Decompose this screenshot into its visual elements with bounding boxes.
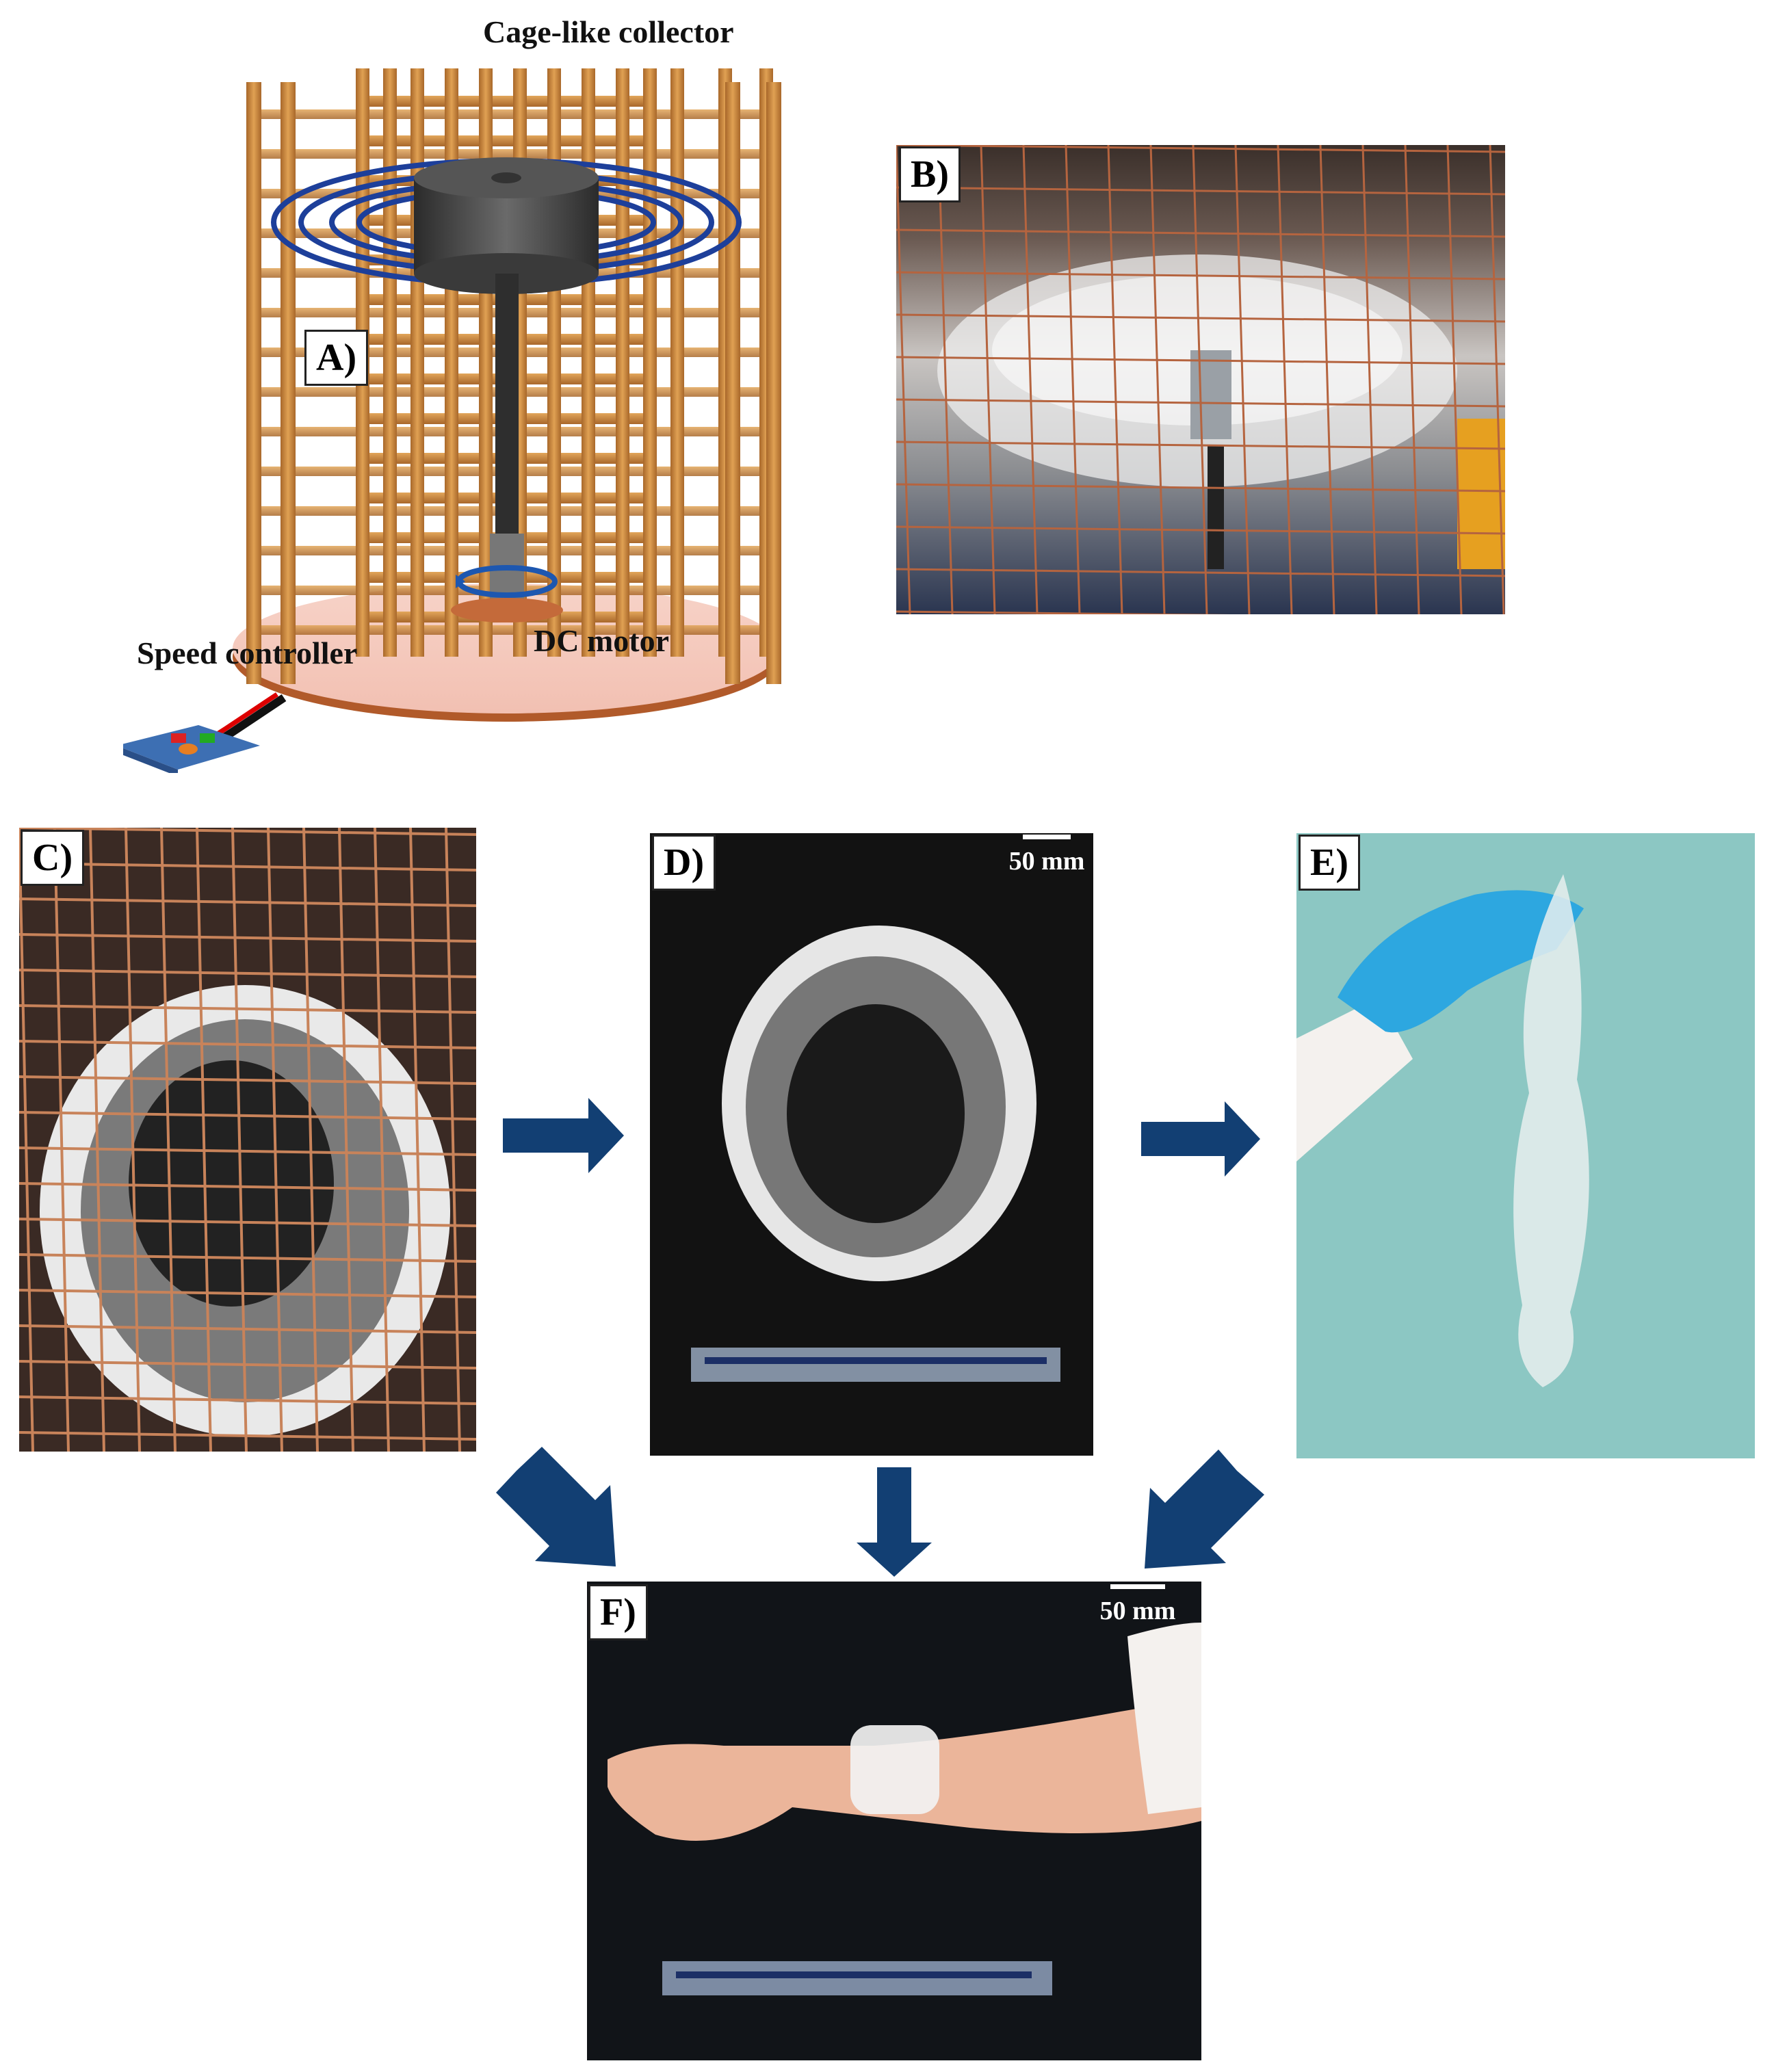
wire-mesh-line: [1361, 145, 1378, 614]
panel-d-label: D): [652, 835, 716, 891]
wire-mesh-line: [19, 1324, 476, 1334]
wire-mesh-line: [19, 828, 476, 836]
arrow-d-to-e: [1141, 1101, 1260, 1177]
wire-mesh-line: [19, 862, 476, 871]
wire-mesh-line: [1065, 145, 1081, 614]
wire-mesh-line: [19, 933, 476, 943]
wire-mesh-line: [1489, 145, 1505, 614]
wire-mesh-line: [1022, 145, 1039, 614]
speed-controller-label: Speed controller: [137, 635, 358, 670]
wire-mesh-line: [160, 828, 177, 1452]
wire-mesh-line: [19, 828, 34, 1452]
photo-b-collector-setup: [896, 145, 1505, 614]
wire-mesh-line: [19, 1111, 476, 1120]
wire-mesh-line: [338, 828, 354, 1452]
photo-d-scaffold-on-sheet: [650, 833, 1093, 1456]
wire-mesh-line: [896, 398, 1505, 408]
wire-mesh-line: [302, 828, 319, 1452]
wire-mesh-line: [896, 483, 1505, 493]
wire-mesh-line: [896, 228, 1505, 238]
arrow-d-to-f: [857, 1467, 932, 1577]
panel-c-label: C): [21, 830, 85, 886]
wire-mesh-line: [19, 1040, 476, 1049]
wire-mesh-line: [896, 186, 1505, 196]
wire-mesh-line: [19, 1075, 476, 1085]
panel-f-label: F): [588, 1584, 648, 1640]
cage-bar: [766, 82, 781, 684]
wire-mesh-line: [19, 1253, 476, 1263]
panel-b-label: B): [899, 146, 961, 202]
cage-bar: [281, 82, 296, 684]
motor-shaft: [495, 274, 519, 575]
photo-e-handheld-scaffold: [1296, 833, 1755, 1458]
wire-mesh-line: [89, 828, 105, 1452]
arrow-e-to-f: [1145, 1450, 1264, 1569]
wire-mesh-line: [267, 828, 283, 1452]
wire-mesh-line: [19, 1431, 476, 1441]
wire-mesh-line: [1446, 145, 1463, 614]
wire-mesh-line: [1319, 145, 1335, 614]
wire-mesh-line: [1192, 145, 1208, 614]
arrow-c-to-f: [496, 1447, 616, 1566]
wire-mesh-line: [19, 1182, 476, 1192]
wire-mesh-line: [19, 1218, 476, 1227]
panel-e-label: E): [1299, 835, 1360, 891]
wire-mesh-line: [896, 313, 1505, 323]
wire-mesh-line: [896, 271, 1505, 280]
wire-mesh-line: [19, 1289, 476, 1298]
arrow-c-to-d: [503, 1098, 624, 1173]
scale-bar-d: 50 mm: [1002, 835, 1091, 876]
wire-mesh-line: [1404, 145, 1420, 614]
wire-mesh-line: [19, 897, 476, 907]
cage-bar: [616, 68, 629, 657]
wire-mesh-line: [374, 828, 390, 1452]
wire-mesh-line: [445, 828, 461, 1452]
wire-mesh-line: [1149, 145, 1166, 614]
wire-mesh-line: [896, 145, 1505, 153]
wire-mesh-line: [896, 441, 1505, 450]
wire-mesh-line: [1107, 145, 1123, 614]
cage-bar: [246, 82, 261, 684]
dc-motor-label: DC motor: [534, 623, 669, 658]
wire-mesh-line: [19, 1360, 476, 1369]
scale-bar-f: 50 mm: [1086, 1584, 1189, 1626]
wire-mesh-line: [409, 828, 426, 1452]
photo-c-scaffold-in-cage: [19, 828, 476, 1452]
wire-mesh-line: [1234, 145, 1251, 614]
cage-bar: [383, 68, 397, 657]
scale-bar-d-label: 50 mm: [1008, 847, 1085, 876]
wire-mesh-line: [1277, 145, 1293, 614]
wire-mesh-line: [896, 145, 911, 614]
wire-mesh-line: [896, 568, 1505, 577]
photo-f-scaffold-on-arm: [587, 1582, 1201, 2060]
wire-mesh-line: [980, 145, 996, 614]
wire-mesh-line: [937, 145, 954, 614]
collector-schematic: [123, 68, 781, 773]
wire-mesh-line: [896, 356, 1505, 365]
scale-bar-f-label: 50 mm: [1099, 1597, 1176, 1625]
wire-mesh-line: [19, 1146, 476, 1156]
collector-title: Cage-like collector: [483, 14, 734, 49]
wire-mesh-line: [19, 969, 476, 978]
wire-mesh-line: [125, 828, 141, 1452]
wire-mesh-line: [896, 610, 1231, 614]
wire-mesh-line: [19, 1395, 476, 1405]
panel-a-label: A): [304, 330, 369, 386]
wire-mesh-line: [19, 1004, 476, 1014]
wire-mesh-line: [53, 828, 70, 1452]
speed-controller-box: [123, 725, 260, 773]
wire-mesh-line: [896, 525, 1505, 535]
wire-mesh-line: [231, 828, 248, 1452]
wire-mesh-line: [196, 828, 212, 1452]
